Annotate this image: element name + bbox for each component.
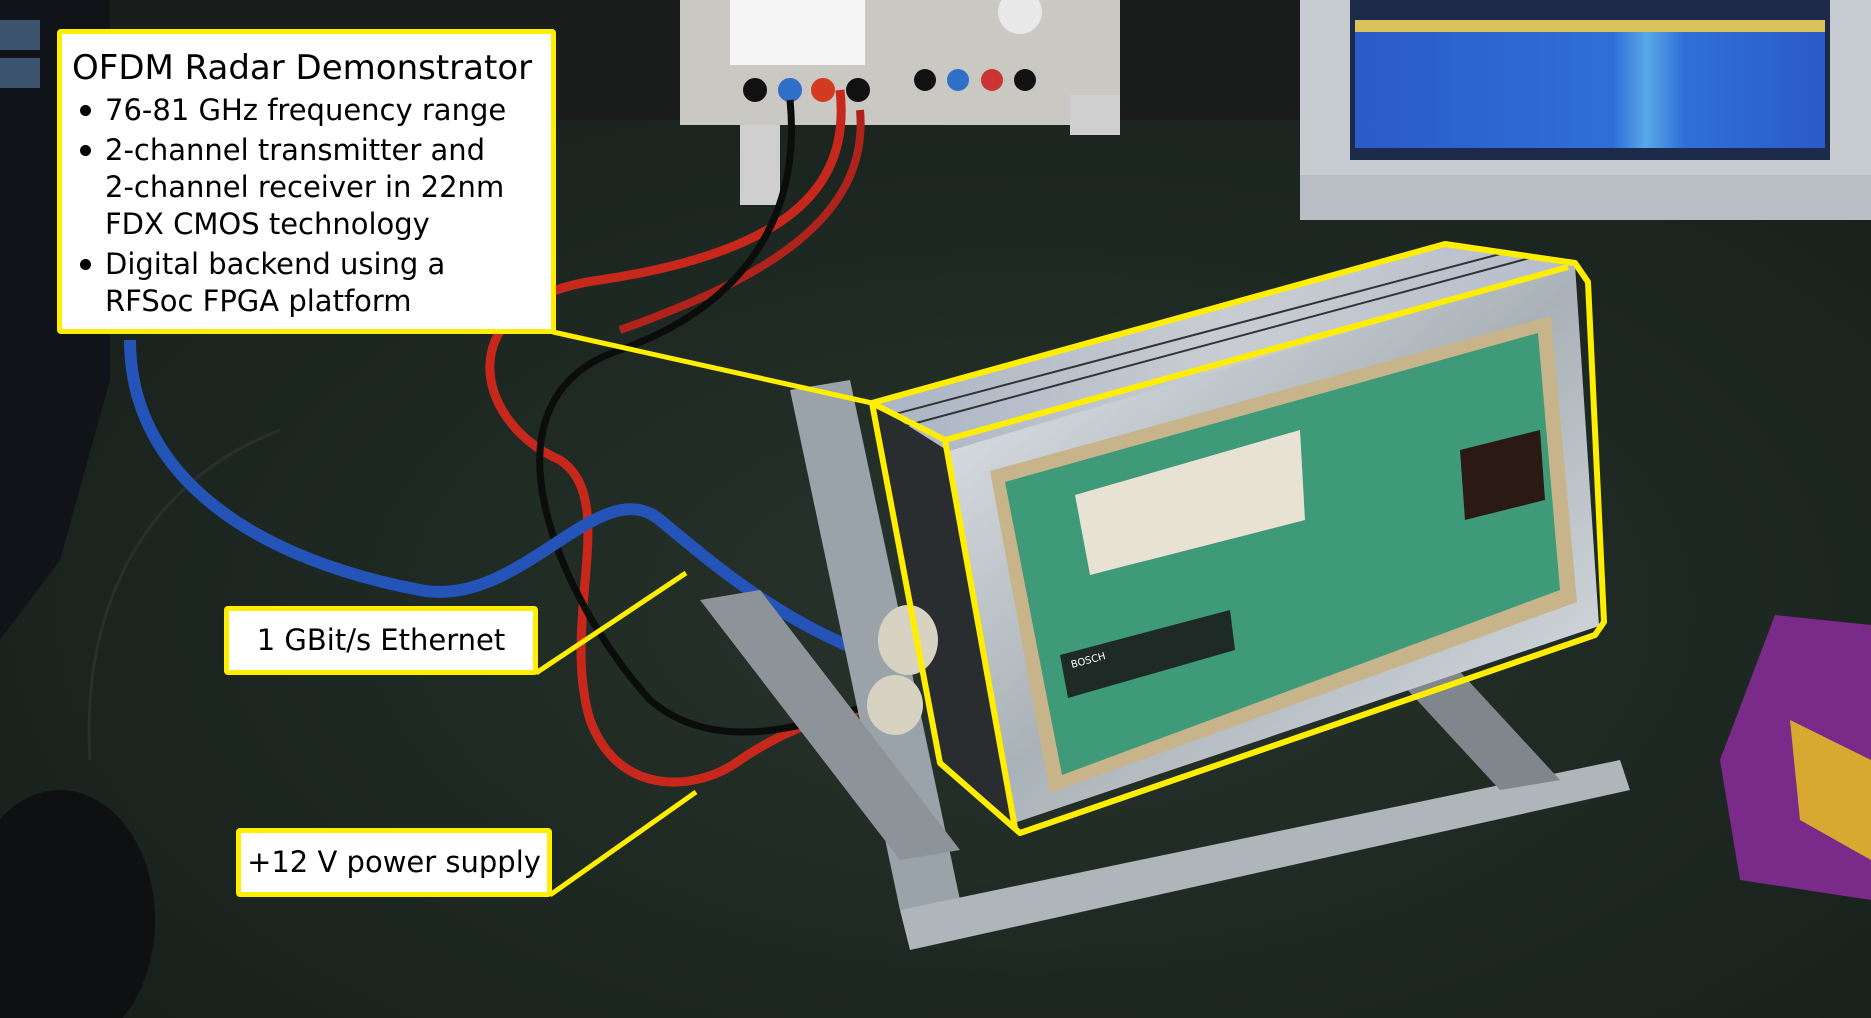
bullet-icon: [80, 145, 91, 156]
mouse: [0, 790, 155, 1018]
feature-item-frequency: 76-81 GHz frequency range: [72, 92, 541, 129]
blue-ethernet-cable: [124, 339, 873, 661]
ethernet-cable-gland: [878, 605, 938, 675]
bullet-icon: [80, 105, 91, 116]
feature-item-transceiver: 2-channel transmitter and 2-channel rece…: [72, 132, 541, 243]
power-supply-unit: [680, 0, 1120, 205]
ethernet-label: 1 GBit/s Ethernet: [224, 606, 538, 675]
feature-list: 76-81 GHz frequency range 2-channel tran…: [72, 92, 541, 320]
feature-item-backend: Digital backend using a RFSoc FPGA platf…: [72, 246, 541, 320]
black-cable: [536, 99, 872, 736]
power-cable-gland: [867, 675, 923, 735]
spectrum-analyzer: [1300, 0, 1871, 220]
power-supply-label: +12 V power supply: [236, 828, 552, 897]
info-title: OFDM Radar Demonstrator: [72, 48, 533, 88]
info-callout-box: OFDM Radar Demonstrator 76-81 GHz freque…: [57, 29, 556, 334]
bullet-icon: [80, 259, 91, 270]
thin-black-cable: [87, 428, 281, 761]
red-cable: [485, 89, 862, 787]
